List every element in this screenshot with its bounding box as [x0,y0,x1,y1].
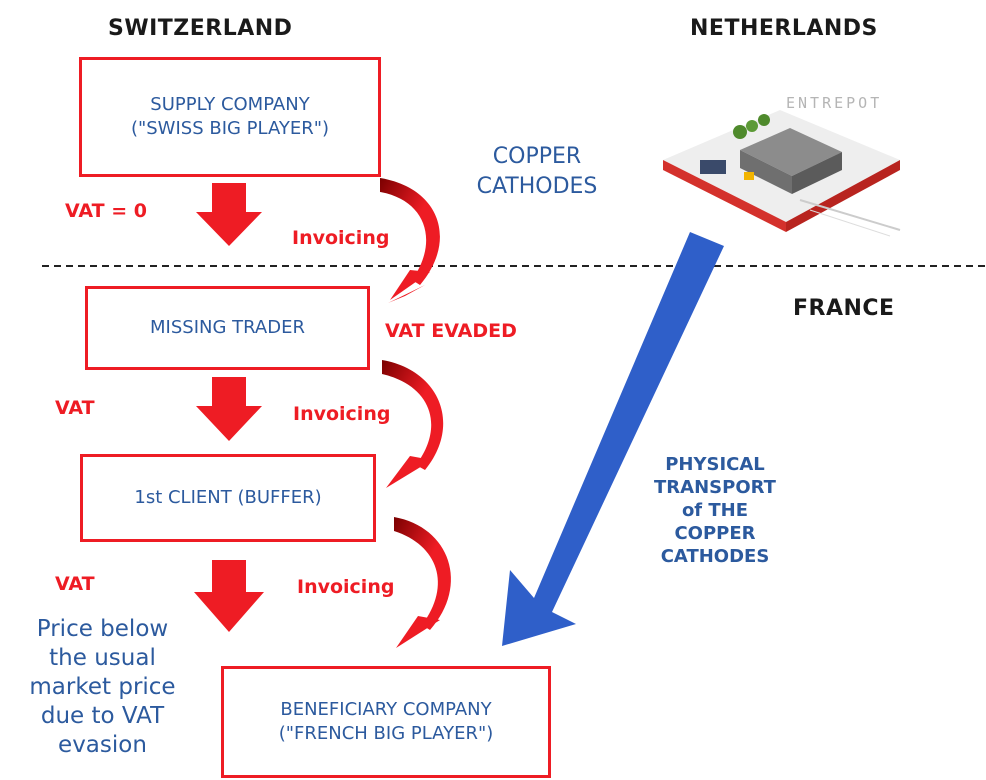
copper-label-line-2: CATHODES [476,174,598,199]
transport-line-2: TRANSPORT [654,477,776,498]
first-client-box: 1st CLIENT (BUFFER) [80,454,376,542]
transport-line-4: COPPER [674,523,756,544]
vat-arrow-1 [196,183,262,246]
warehouse-sign: ENTREPOT [786,94,882,112]
invoicing-label-2: Invoicing [293,403,391,425]
vat-evaded-label: VAT EVADED [385,320,517,342]
beneficiary-company-box: BENEFICIARY COMPANY ("FRENCH BIG PLAYER"… [221,666,551,778]
price-note-line-4: due to VAT [40,703,165,729]
vat-arrow-2 [196,377,262,441]
supply-company-name: SUPPLY COMPANY [150,94,310,115]
vat-label-1: VAT [55,397,95,419]
transport-arrow [502,232,724,646]
price-note-line-1: Price below [36,616,169,642]
region-switzerland: SWITZERLAND [108,16,293,41]
first-client-label: 1st CLIENT (BUFFER) [134,487,322,508]
invoicing-label-1: Invoicing [292,227,390,249]
missing-trader-box: MISSING TRADER [85,286,370,370]
region-france: FRANCE [793,296,895,321]
supply-company-alias: ("SWISS BIG PLAYER") [130,118,330,139]
price-note-line-5: evasion [58,732,147,758]
transport-line-1: PHYSICAL [665,454,765,475]
vat-arrow-3 [194,560,264,632]
region-netherlands: NETHERLANDS [690,16,878,41]
supply-company-box: SUPPLY COMPANY ("SWISS BIG PLAYER") [79,57,381,177]
price-note-line-3: market price [29,674,176,700]
beneficiary-company-name: BENEFICIARY COMPANY [280,699,492,720]
invoicing-curve-arrow-2 [382,360,444,488]
vat-zero-label: VAT = 0 [65,200,147,222]
warehouse-image: ENTREPOT [663,94,901,237]
transport-line-3: of THE [681,500,749,521]
invoicing-curve-arrow-3 [394,517,451,648]
copper-label-line-1: COPPER [492,144,582,169]
copper-cathodes-label: COPPER CATHODES [462,142,612,202]
price-note-line-2: the usual [49,645,156,671]
invoicing-label-3: Invoicing [297,576,395,598]
physical-transport-label: PHYSICAL TRANSPORT of THE COPPER CATHODE… [620,453,810,568]
transport-line-5: CATHODES [660,546,770,567]
beneficiary-company-alias: ("FRENCH BIG PLAYER") [278,723,494,744]
vat-label-2: VAT [55,573,95,595]
invoicing-curve-arrow-1 [380,178,440,303]
missing-trader-label: MISSING TRADER [150,317,305,338]
price-note: Price below the usual market price due t… [0,615,205,760]
